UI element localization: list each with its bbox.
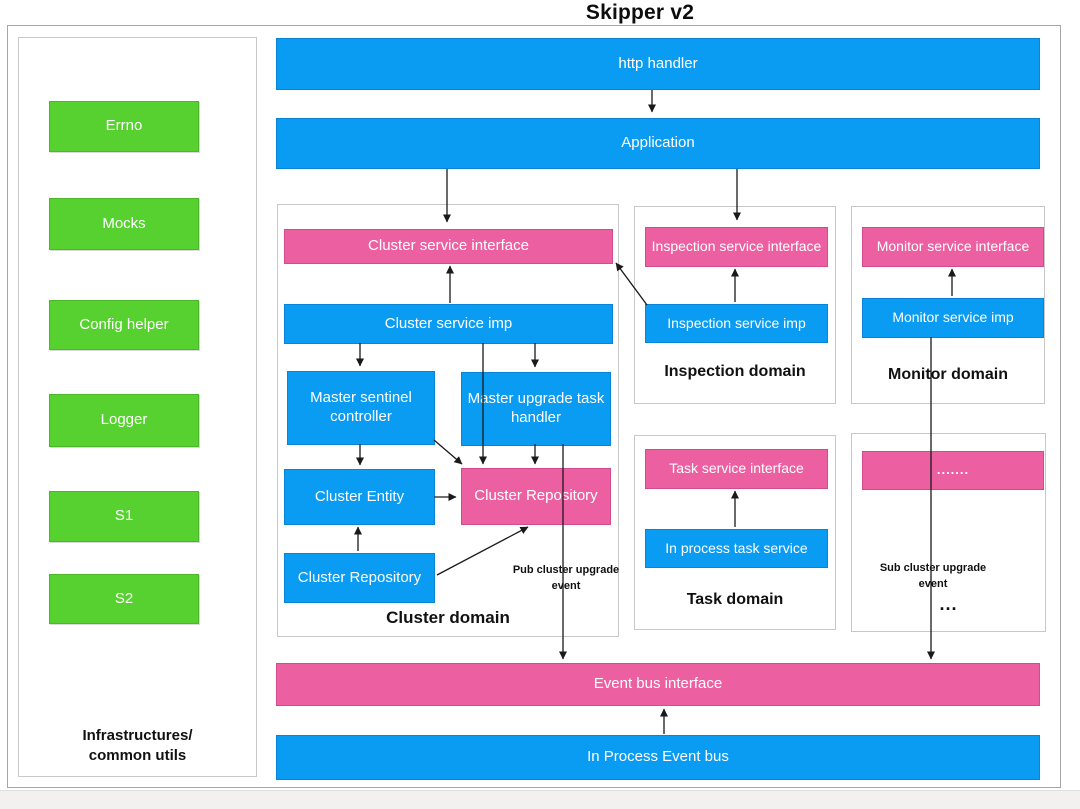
sub-cluster-upgrade-note: Sub cluster upgrade event — [879, 562, 987, 590]
cluster-service-interface-box: Cluster service interface — [284, 229, 613, 264]
cluster-repository-pink-box: Cluster Repository — [461, 468, 611, 525]
infra-box-config-helper: Config helper — [49, 300, 199, 350]
event-bus-interface-box: Event bus interface — [276, 663, 1040, 706]
infra-box-s1: S1 — [49, 491, 199, 542]
monitor-domain-label: Monitor domain — [888, 366, 1008, 383]
misc-domain-container: ....... Sub cluster upgrade event ... — [851, 433, 1046, 632]
sidebar-label: Infrastructures/ common utils — [82, 727, 193, 765]
cluster-domain-container: Cluster service interface Cluster servic… — [277, 204, 619, 637]
cluster-domain-label: Cluster domain — [386, 608, 510, 627]
task-domain-container: Task service interface In process task s… — [634, 435, 836, 630]
inspection-service-imp-box: Inspection service imp — [645, 304, 828, 343]
bottom-strip — [0, 790, 1080, 809]
monitor-service-interface-box: Monitor service interface — [862, 227, 1044, 267]
pub-cluster-upgrade-note: Pub cluster upgrade event — [512, 564, 620, 592]
task-service-interface-box: Task service interface — [645, 449, 828, 489]
task-domain-label: Task domain — [686, 591, 784, 608]
infra-box-errno: Errno — [49, 101, 199, 152]
inspection-domain-container: Inspection service interface Inspection … — [634, 206, 836, 404]
inspection-service-interface-box: Inspection service interface — [645, 227, 828, 267]
cluster-repository-blue-box: Cluster Repository — [284, 553, 435, 603]
inspection-domain-label: Inspection domain — [664, 363, 806, 380]
application-box: Application — [276, 118, 1040, 169]
in-process-task-service-box: In process task service — [645, 529, 828, 568]
monitor-domain-container: Monitor service interface Monitor servic… — [851, 206, 1045, 404]
master-upgrade-task-handler-box: Master upgrade task handler — [461, 372, 611, 446]
in-process-event-bus-box: In Process Event bus — [276, 735, 1040, 780]
sidebar-infrastructures: Errno Mocks Config helper Logger S1 S2 I… — [18, 37, 257, 777]
diagram-title: Skipper v2 — [585, 1, 695, 24]
cluster-service-imp-box: Cluster service imp — [284, 304, 613, 344]
infra-box-logger: Logger — [49, 394, 199, 447]
misc-interface-dots-box: ....... — [862, 451, 1044, 490]
misc-ellipsis-label: ... — [939, 594, 958, 614]
monitor-service-imp-box: Monitor service imp — [862, 298, 1044, 338]
infra-box-s2: S2 — [49, 574, 199, 624]
cluster-entity-box: Cluster Entity — [284, 469, 435, 525]
master-sentinel-controller-box: Master sentinel controller — [287, 371, 435, 445]
infra-box-mocks: Mocks — [49, 198, 199, 250]
http-handler-box: http handler — [276, 38, 1040, 90]
